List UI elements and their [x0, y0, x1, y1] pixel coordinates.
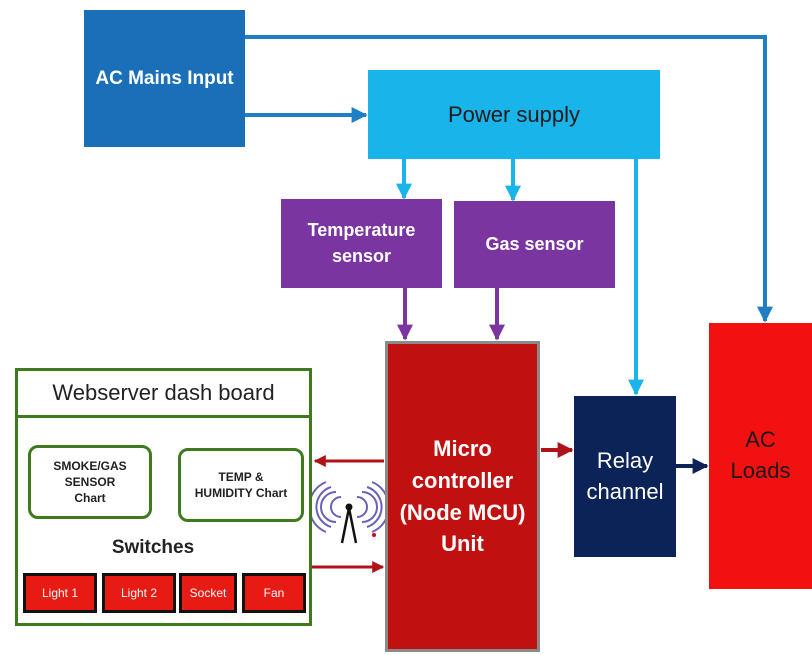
microcontroller-label: Micro controller (Node MCU) Unit	[399, 435, 526, 557]
temperature-sensor-label: Temperature sensor	[307, 220, 416, 266]
mains-to-loads-connector	[245, 35, 773, 323]
ac-loads-block: AC Loads	[709, 323, 812, 589]
smoke-gas-chart-label: SMOKE/GAS SENSOR Chart	[53, 458, 127, 506]
temperature-sensor-block: Temperature sensor	[281, 199, 442, 288]
webserver-dashboard: Webserver dash board SMOKE/GAS SENSOR Ch…	[15, 368, 312, 626]
smoke-gas-chart-panel[interactable]: SMOKE/GAS SENSOR Chart	[28, 445, 152, 519]
socket-switch[interactable]: Socket	[179, 573, 237, 613]
temp-humidity-chart-panel[interactable]: TEMP & HUMIDITY Chart	[178, 448, 304, 522]
microcontroller-block: Micro controller (Node MCU) Unit	[385, 341, 540, 652]
temp-humidity-chart-label: TEMP & HUMIDITY Chart	[194, 469, 288, 500]
gas-sensor-block: Gas sensor	[454, 201, 615, 288]
power-supply-label: Power supply	[447, 101, 581, 127]
fan-switch[interactable]: Fan	[242, 573, 306, 613]
relay-channel-label: Relay channel	[586, 447, 664, 504]
ac-mains-input-label: AC Mains Input	[95, 67, 234, 89]
wifi-antenna-icon	[308, 481, 390, 544]
relay-channel-block: Relay channel	[574, 396, 676, 557]
dashboard-title: Webserver dash board	[18, 371, 309, 418]
ac-mains-input-block: AC Mains Input	[84, 10, 245, 147]
light-1-switch[interactable]: Light 1	[23, 573, 97, 613]
gas-sensor-label: Gas sensor	[485, 234, 584, 254]
light-2-switch[interactable]: Light 2	[102, 573, 176, 613]
switches-heading: Switches	[111, 537, 195, 558]
ac-loads-label: AC Loads	[730, 427, 791, 483]
power-supply-block: Power supply	[368, 70, 660, 159]
